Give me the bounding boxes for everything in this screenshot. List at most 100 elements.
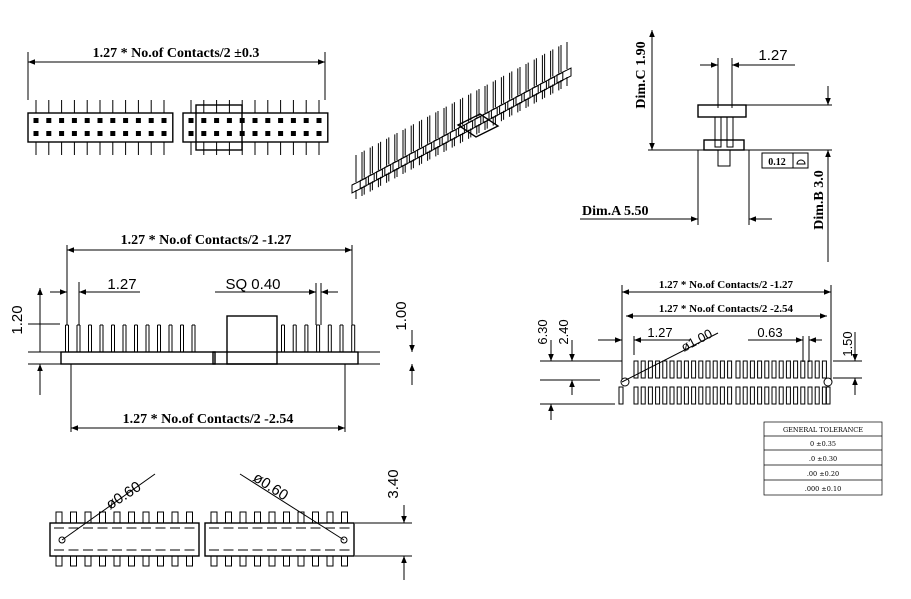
pcb-pad — [807, 386, 813, 405]
front-top-dimension-label: 1.27 * No.of Contacts/2 -1.27 — [121, 233, 292, 248]
coplanarity-value: 0.12 — [768, 157, 786, 168]
pin-square — [188, 131, 194, 136]
pcb-pad-width-label: 0.63 — [757, 325, 782, 340]
pin-square — [226, 131, 232, 136]
pin-square — [290, 118, 296, 123]
pin-square — [161, 118, 167, 123]
pcb-pad — [698, 360, 704, 379]
tolerance-table: GENERAL TOLERANCE 0 ±0.35 .0 ±0.30 .00 ±… — [763, 421, 883, 496]
pin-square — [110, 118, 116, 123]
front-pitch-label: 1.27 — [107, 276, 136, 293]
pcb-pitch-label: 1.27 — [647, 325, 672, 340]
pcb-pad — [647, 360, 653, 379]
pcb-pad — [669, 360, 675, 379]
pcb-hole-right — [823, 377, 833, 387]
pcb-pad — [785, 360, 791, 379]
bottom-height-label: 3.40 — [385, 469, 402, 498]
pin-square — [252, 118, 258, 123]
pcb-pad — [793, 360, 799, 379]
pcb-pad — [825, 386, 831, 405]
tolerance-row: .00 ±0.20 — [807, 470, 839, 478]
pin-square — [214, 131, 220, 136]
pin-square — [201, 131, 207, 136]
right-hole-label: ø0.60 — [250, 469, 291, 504]
tolerance-row: .000 ±0.10 — [805, 485, 841, 493]
pcb-pad — [742, 360, 748, 379]
top-view-group: 1.27 * No.of Contacts/2 ±0.3 — [27, 46, 329, 155]
pin-square — [278, 118, 284, 123]
pin-square — [303, 118, 309, 123]
pcb-pad — [618, 386, 624, 405]
pcb-pad — [778, 386, 784, 405]
pcb-pad-array — [618, 360, 831, 405]
pcb-pad — [662, 386, 668, 405]
pcb-pad — [676, 360, 682, 379]
pcb-pad — [691, 386, 697, 405]
pcb-pad — [691, 360, 697, 379]
pcb-630-label: 6.30 — [535, 319, 550, 344]
pcb-pad — [793, 386, 799, 405]
front-right-height-label: 1.00 — [393, 301, 410, 330]
pcb-pad — [633, 360, 639, 379]
pcb-150-label: 1.50 — [840, 331, 855, 356]
pin-square — [84, 131, 90, 136]
pcb-layout-group: 1.27 * No.of Contacts/2 -1.27 1.27 * No.… — [535, 279, 862, 420]
pcb-pad — [764, 386, 770, 405]
pin-square — [46, 118, 52, 123]
pcb-pad — [742, 386, 748, 405]
pcb-pad — [633, 386, 639, 405]
pcb-pad — [757, 360, 763, 379]
pcb-240-label: 2.40 — [556, 319, 571, 344]
coplanarity-frame — [761, 152, 809, 169]
pcb-pad — [698, 386, 704, 405]
pin-square — [97, 131, 103, 136]
bottom-insulator — [204, 522, 355, 557]
pcb-pad — [647, 386, 653, 405]
pcb-pad — [705, 360, 711, 379]
pin-square — [188, 118, 194, 123]
pcb-pad — [735, 386, 741, 405]
pcb-pad — [719, 386, 725, 405]
tolerance-title: GENERAL TOLERANCE — [783, 426, 863, 434]
pcb-pad — [640, 360, 646, 379]
pcb-pad — [749, 386, 755, 405]
iso-pick-cap — [456, 113, 500, 138]
pin-square — [46, 131, 52, 136]
pcb-top-dimension-label: 1.27 * No.of Contacts/2 -1.27 — [659, 279, 794, 291]
dim-b-label: Dim.B 3.0 — [812, 170, 827, 230]
pcb-pad — [735, 360, 741, 379]
bottom-view-group: ø0.60 ø0.60 3.40 — [49, 469, 412, 580]
top-view-insulator — [182, 112, 329, 143]
pin-square — [135, 131, 141, 136]
pick-up-cap — [195, 104, 243, 151]
tolerance-row: 0 ±0.35 — [810, 440, 836, 448]
pcb-pad — [757, 386, 763, 405]
dim-a-label: Dim.A 5.50 — [582, 204, 649, 219]
bottom-right-connector — [204, 511, 355, 567]
pin-square — [33, 118, 39, 123]
pin-square — [252, 131, 258, 136]
top-view-insulator — [27, 112, 174, 143]
pcb-pad — [712, 360, 718, 379]
tolerance-row: .0 ±0.30 — [809, 455, 837, 463]
front-left-height-label: 1.20 — [9, 305, 26, 334]
front-insulator-left — [60, 351, 216, 365]
pin-square — [135, 118, 141, 123]
pin-square — [148, 131, 154, 136]
pcb-pad — [785, 386, 791, 405]
pcb-pad — [727, 360, 733, 379]
pin-square — [59, 118, 65, 123]
pcb-pad — [683, 360, 689, 379]
pcb-pad — [669, 386, 675, 405]
pin-square — [71, 118, 77, 123]
pcb-pad — [771, 386, 777, 405]
bottom-insulator — [49, 522, 200, 557]
pin-square — [316, 131, 322, 136]
pcb-pad — [662, 360, 668, 379]
pcb-hole-label: ø1.00 — [678, 326, 714, 355]
pcb-pad — [705, 386, 711, 405]
top-view-right-block — [182, 100, 329, 155]
locating-hole-right — [340, 536, 348, 544]
pcb-pad — [778, 360, 784, 379]
